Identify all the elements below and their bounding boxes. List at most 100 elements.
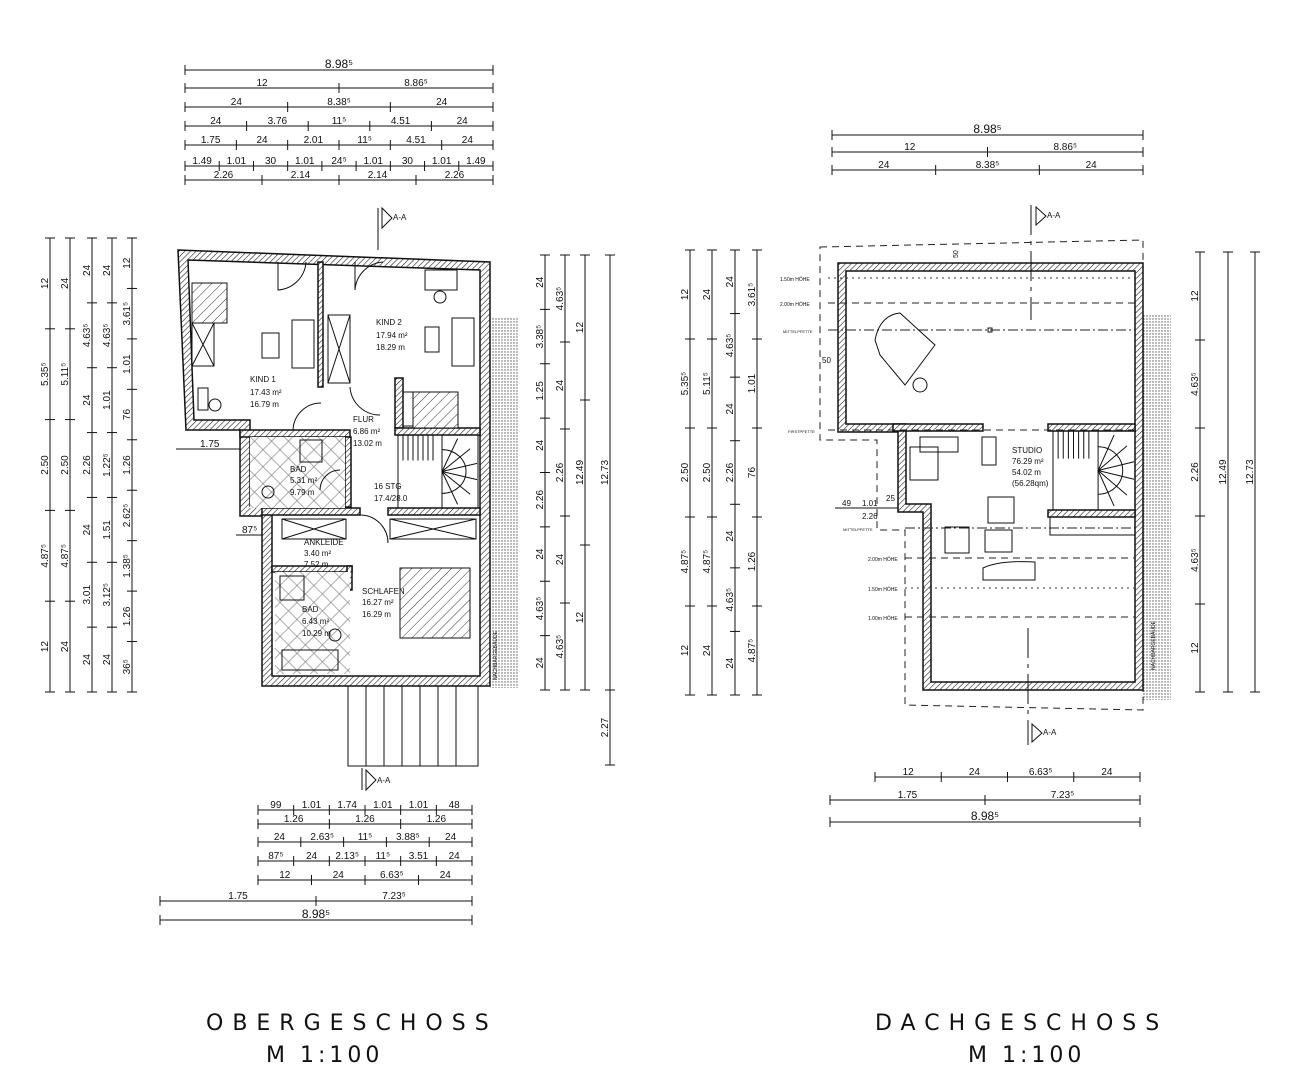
dimension-label: 8.98⁵ [325, 57, 353, 71]
dimension-label: 3.01 [82, 585, 93, 605]
dimension-label: 1.51 [102, 520, 113, 540]
svg-text:76.29 m²: 76.29 m² [1012, 457, 1044, 466]
dimension-label: 36⁵ [122, 659, 133, 674]
svg-text:A-A: A-A [377, 776, 391, 785]
dimension-label: 24 [102, 654, 113, 666]
svg-text:18.29 m: 18.29 m [376, 343, 405, 352]
stair-step [441, 471, 459, 505]
dimension-label: 48 [449, 800, 461, 811]
obergeschoss-plan: NACHBARGEBÄUDE [40, 57, 615, 1068]
coffee-table [984, 529, 1013, 553]
svg-text:6.43 m²: 6.43 m² [302, 617, 329, 626]
dimension-label: 4.63⁵ [555, 287, 566, 311]
svg-text:A-A: A-A [393, 213, 407, 222]
bed-kind2 [412, 391, 459, 429]
obergeschoss-scale: M 1:100 [266, 1043, 383, 1068]
wardrobe-ankleide-left [281, 518, 347, 540]
svg-text:87⁵: 87⁵ [242, 525, 257, 536]
dimension-label: 12 [1190, 290, 1201, 302]
dimension-label: 1.38⁵ [122, 554, 133, 578]
dimension-label: 1.01 [747, 373, 758, 393]
small-dims: 50 50 49 1.01 25 2.26 [822, 250, 960, 521]
dimension-label: 24 [445, 832, 457, 843]
svg-text:FIRSTPFETTE: FIRSTPFETTE [788, 429, 815, 434]
dimension-label: 24 [457, 116, 469, 127]
sink-bath1 [261, 485, 275, 499]
dimension-label: 2.01 [304, 135, 324, 146]
dimension-label: 4.63⁵ [102, 323, 113, 347]
desk [919, 436, 959, 453]
sofa-kind1 [291, 319, 315, 369]
neighbor-label: NACHBARGEBÄUDE [492, 630, 499, 680]
dimension-label: 5.11⁵ [60, 363, 71, 386]
svg-text:MITTELPFETTE: MITTELPFETTE [783, 329, 813, 334]
dimension-label: 12.73 [600, 460, 611, 485]
dimension-label: 30 [402, 156, 414, 167]
dimension-label: 1.01 [122, 354, 133, 374]
dimension-label: 4.87⁵ [747, 639, 758, 663]
dimension-chain: 12 8.86⁵ [184, 78, 494, 93]
furniture [191, 269, 477, 671]
svg-text:2.00m HÖHE: 2.00m HÖHE [780, 301, 810, 308]
svg-text:17.94 m²: 17.94 m² [376, 331, 408, 340]
dimension-label: 30 [265, 156, 277, 167]
dimension-label: 12 [1190, 642, 1201, 654]
dimension-label: 24 [449, 851, 461, 862]
wardrobe-kind2 [327, 314, 351, 384]
dimension-label: 4.63⁵ [82, 323, 93, 347]
height-lines: 1.50m HÖHE 2.00m HÖHE MITTELPFETTE FIRST… [780, 276, 1135, 622]
svg-text:BAD: BAD [302, 605, 319, 614]
dimension-label: 1.01 [409, 800, 429, 811]
bed-kind1 [191, 282, 228, 324]
shower-bath1 [299, 439, 323, 463]
dimension-label: 24 [725, 403, 736, 415]
dimension-label: 2.14 [368, 170, 388, 181]
svg-text:FLUR: FLUR [353, 415, 374, 424]
dimension-label: 5.11⁵ [702, 372, 713, 395]
neighbor-building-hatch [1143, 315, 1171, 700]
dimension-label: 1.26 [427, 814, 447, 825]
svg-text:MITTELPFETTE: MITTELPFETTE [843, 527, 873, 532]
svg-text:54.02 m: 54.02 m [1012, 468, 1041, 477]
dimension-label: 24 [306, 851, 318, 862]
dimension-label: 1.26 [284, 814, 304, 825]
svg-text:A-A: A-A [1043, 728, 1057, 737]
dimension-chain: 2.27 [600, 689, 615, 766]
dimension-chain: 8.98⁵ [831, 122, 1144, 140]
stair-step [1097, 470, 1128, 496]
dimension-label: 4.63⁵ [1190, 548, 1201, 572]
dimension-label: 24 [256, 135, 268, 146]
dimension-label: 1.74 [337, 800, 357, 811]
dimension-label: 8.86⁵ [404, 78, 428, 89]
svg-text:50: 50 [953, 250, 960, 258]
dimension-label: 24 [60, 641, 71, 653]
dimension-chain: 8.98⁵ [159, 907, 473, 925]
dimension-label: 1.25 [535, 381, 546, 401]
svg-text:16.27 m²: 16.27 m² [362, 598, 394, 607]
stove-icon [981, 436, 997, 466]
dimension-label: 12 [903, 767, 915, 778]
dimension-label: 12 [256, 78, 268, 89]
dimension-label: 2.27 [600, 717, 611, 737]
dimension-label: 1.75 [228, 891, 248, 902]
svg-text:STUDIO: STUDIO [1012, 446, 1042, 455]
dimension-label: 24 [82, 394, 93, 406]
dimension-chain: 12.73 [1245, 251, 1260, 693]
dimension-label: 3.61⁵ [747, 283, 758, 307]
sofa-kind2 [451, 317, 475, 367]
roof-outline [819, 239, 1144, 711]
